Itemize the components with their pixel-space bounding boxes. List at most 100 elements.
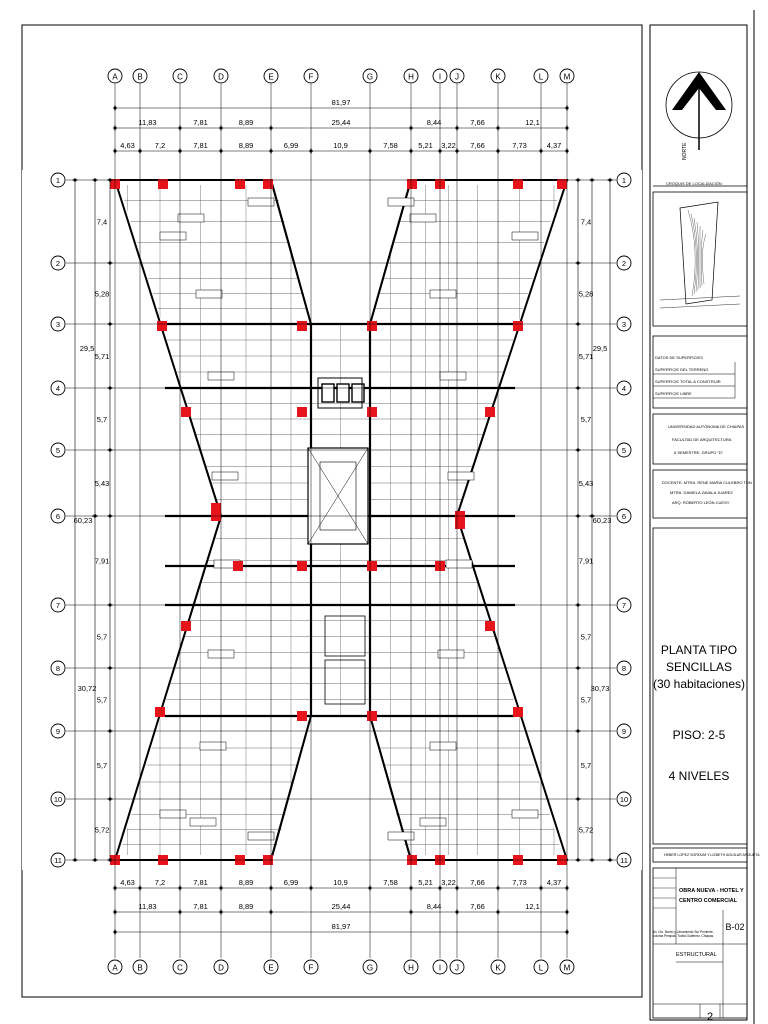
left-span-dim-label: 5,28 [95,290,110,299]
grid-bubble-right-8 [616,660,632,676]
grid-label-left-5: 5 [56,446,60,455]
right-total-dim-dot [608,858,612,862]
bottom-inner-dim-dot [113,886,117,890]
grid-label-top-A: A [112,73,118,82]
grid-bubble-right-7 [616,597,632,613]
croquis-frame [652,191,748,327]
bed-fixture [211,471,239,481]
plan-title-frame [652,527,748,845]
bottom-inner-dim-dot [269,886,273,890]
university-frame [652,413,748,465]
site-contour [702,233,707,285]
bottom-inner-dim-dot [368,886,372,890]
grid-label-right-8: 8 [622,664,626,673]
grid-label-right-2: 2 [622,259,626,268]
grid-bubble-bottom-I [432,959,448,975]
teacher-1: DOCENTE: MTRA. RENE MARIA CULEBRO TUN [662,480,752,485]
top-inner-dim-dot [368,149,372,153]
elevator-core [336,383,350,403]
structural-column [485,407,495,417]
top-mid-dim-dot [269,126,273,130]
superficie-construir: SUPERFICIE TOTAL A CONSTRUIR [655,379,721,384]
grid-label-right-7: 7 [622,601,626,610]
top-total-dim-dot [565,106,569,110]
top-mid-dim-label: 8,44 [427,118,442,127]
right-span-dim-dot [576,858,580,862]
grid-bubble-top-A [107,68,123,84]
grid-label-left-3: 3 [56,320,60,329]
top-inner-dim-label: 6,99 [284,141,299,150]
top-inner-dim-dot [438,149,442,153]
structural-column [513,707,523,717]
left-group-bottom-dim-dot [93,514,97,518]
grid-bubble-bottom-K [490,959,506,975]
grid-label-top-B: B [137,73,142,82]
bottom-inner-dim-label: 3,22 [441,878,456,887]
left-total-dim-dot [73,178,77,182]
left-span-dim-dot [108,797,112,801]
grid-bubble-right-1 [616,172,632,188]
right-span-dim-label: 5,7 [581,761,591,770]
bottom-inner-dim-label: 7,66 [470,878,485,887]
top-inner-dim-dot [455,149,459,153]
bottom-inner-dim-dot [138,886,142,890]
structural-column [297,561,307,571]
right-span-dim-label: 7,91 [579,557,594,566]
grid-label-right-4: 4 [622,384,626,393]
left-span-dim-dot [108,514,112,518]
top-inner-dim-label: 4,63 [120,141,135,150]
site-street [659,303,741,309]
bottom-mid-dim-label: 8,89 [239,902,254,911]
project-name-1: OBRA NUEVA - HOTEL Y [679,888,744,894]
plan-mask [22,170,221,870]
grid-label-bottom-H: H [408,964,414,973]
grid-bubble-bottom-E [263,959,279,975]
grid-label-top-D: D [218,73,224,82]
bed-fixture [195,289,223,299]
structural-column [155,707,165,717]
site-contour [690,213,697,295]
grid-label-right-1: 1 [622,176,626,185]
grid-label-bottom-G: G [367,964,373,973]
sheet-code: B-02 [725,922,745,932]
grid-label-right-11: 11 [620,856,628,865]
bed-fixture [387,831,415,841]
left-span-dim-label: 7,4 [97,218,107,227]
left-span-dim-dot [108,178,112,182]
faculty-name: FACULTAD DE ARQUITECTURA [672,437,732,442]
bottom-mid-dim-dot [455,910,459,914]
top-inner-dim-label: 10,9 [333,141,348,150]
grid-bubble-bottom-G [362,959,378,975]
top-mid-dim-dot [113,126,117,130]
top-mid-dim-label: 7,66 [470,118,485,127]
top-inner-dim-dot [496,149,500,153]
grid-bubble-top-F [303,68,319,84]
grid-label-top-G: G [367,73,373,82]
elevator-shaft [317,377,363,409]
grid-bubble-top-H [403,68,419,84]
bottom-mid-dim-dot [409,910,413,914]
bottom-inner-dim-label: 5,21 [418,878,433,887]
grid-label-top-I: I [439,73,441,82]
top-inner-dim-label: 7,73 [512,141,527,150]
grid-bubble-top-B [132,68,148,84]
bottom-inner-dim-label: 7,58 [383,878,398,887]
grid-bubble-bottom-H [403,959,419,975]
right-span-dim-dot [576,386,580,390]
bed-fixture [387,197,415,207]
site-street [659,295,741,301]
right-span-dim-label: 5,71 [579,352,594,361]
bottom-mid-dim-label: 25,44 [332,902,351,911]
left-span-dim-label: 7,91 [95,557,110,566]
grid-bubble-left-7 [50,597,66,613]
top-mid-dim-dot [409,126,413,130]
grid-label-left-11: 11 [54,856,62,865]
right-span-dim-label: 5,7 [581,696,591,705]
grid-label-left-1: 1 [56,176,60,185]
site-contour [701,229,704,287]
left-span-dim-label: 5,71 [95,352,110,361]
grid-bubble-top-G [362,68,378,84]
top-mid-dim-label: 7,81 [193,118,208,127]
atrium-inner [319,461,357,531]
grid-bubble-top-L [533,68,549,84]
